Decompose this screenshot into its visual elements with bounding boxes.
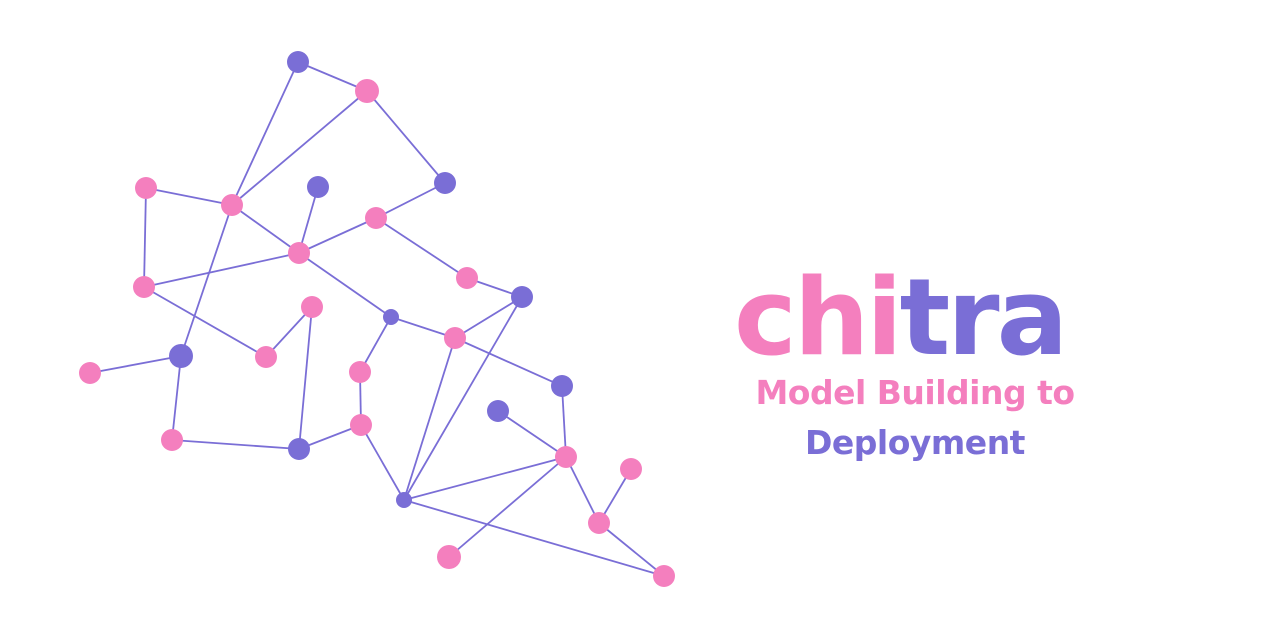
graph-node-purple bbox=[287, 51, 309, 73]
graph-node-purple bbox=[551, 375, 573, 397]
graph-edge bbox=[454, 296, 523, 339]
graph-edge bbox=[298, 252, 392, 318]
graph-edge bbox=[375, 217, 468, 279]
graph-edge bbox=[497, 410, 567, 458]
graph-edge bbox=[231, 204, 300, 254]
graph-edge bbox=[360, 424, 405, 501]
graph-edge bbox=[565, 456, 600, 524]
graph-edge bbox=[143, 286, 267, 358]
graph-edge bbox=[298, 306, 313, 450]
graph-node-pink bbox=[133, 276, 155, 298]
graph-node-pink bbox=[221, 194, 243, 216]
graph-node-pink bbox=[350, 414, 372, 436]
graph-edge bbox=[298, 424, 362, 450]
graph-edge bbox=[403, 296, 523, 501]
graph-node-pink bbox=[349, 361, 371, 383]
graph-edge bbox=[145, 187, 233, 206]
graph-node-pink bbox=[255, 346, 277, 368]
graph-edge bbox=[598, 522, 665, 577]
graph-edge bbox=[143, 252, 300, 288]
graph-edge bbox=[231, 61, 299, 206]
logo-title: chitra bbox=[734, 265, 1110, 371]
graph-node-pink bbox=[301, 296, 323, 318]
logo-title-chi: chi bbox=[734, 256, 903, 379]
graph-edge bbox=[265, 306, 313, 358]
graph-node-pink bbox=[135, 177, 157, 199]
graph-node-pink bbox=[555, 446, 577, 468]
graph-node-pink bbox=[79, 362, 101, 384]
graph-edge bbox=[231, 90, 368, 206]
graph-edge bbox=[403, 456, 567, 501]
graph-edge bbox=[298, 217, 377, 254]
graph-node-purple bbox=[307, 176, 329, 198]
graph-edge bbox=[561, 385, 567, 458]
graph-edge bbox=[390, 316, 456, 339]
graph-edge bbox=[180, 204, 233, 357]
graph-node-purple bbox=[511, 286, 533, 308]
graph-node-purple bbox=[487, 400, 509, 422]
graph-edge bbox=[448, 456, 567, 558]
graph-node-pink bbox=[444, 327, 466, 349]
logo-title-tra: tra bbox=[899, 256, 1068, 379]
graph-edge bbox=[297, 61, 368, 92]
graph-edge bbox=[454, 337, 563, 387]
graph-edge bbox=[143, 187, 147, 288]
graph-edge bbox=[375, 182, 446, 219]
graph-node-pink bbox=[161, 429, 183, 451]
chitra-logo: chitra Model Building to Deployment bbox=[720, 265, 1110, 468]
graph-edge bbox=[403, 499, 665, 577]
graph-node-pink bbox=[456, 267, 478, 289]
graph-edge bbox=[89, 355, 182, 374]
graph-node-pink bbox=[588, 512, 610, 534]
graph-node-pink bbox=[365, 207, 387, 229]
graph-node-purple bbox=[288, 438, 310, 460]
graph-edge bbox=[171, 439, 300, 450]
graph-node-pink bbox=[437, 545, 461, 569]
graph-edge bbox=[366, 90, 446, 184]
graph-node-purple bbox=[396, 492, 412, 508]
graph-node-purple bbox=[434, 172, 456, 194]
graph-edge bbox=[298, 186, 319, 254]
graph-nodes bbox=[79, 51, 675, 587]
graph-edges bbox=[89, 61, 665, 577]
tagline-line-2: Deployment bbox=[805, 423, 1025, 462]
graph-node-purple bbox=[383, 309, 399, 325]
graph-edge bbox=[171, 355, 182, 441]
graph-edge bbox=[403, 337, 456, 501]
graph-node-pink bbox=[355, 79, 379, 103]
graph-node-pink bbox=[620, 458, 642, 480]
graph-node-pink bbox=[288, 242, 310, 264]
tagline-line-1: Model Building to bbox=[755, 373, 1075, 412]
graph-node-pink bbox=[653, 565, 675, 587]
graph-node-purple bbox=[169, 344, 193, 368]
